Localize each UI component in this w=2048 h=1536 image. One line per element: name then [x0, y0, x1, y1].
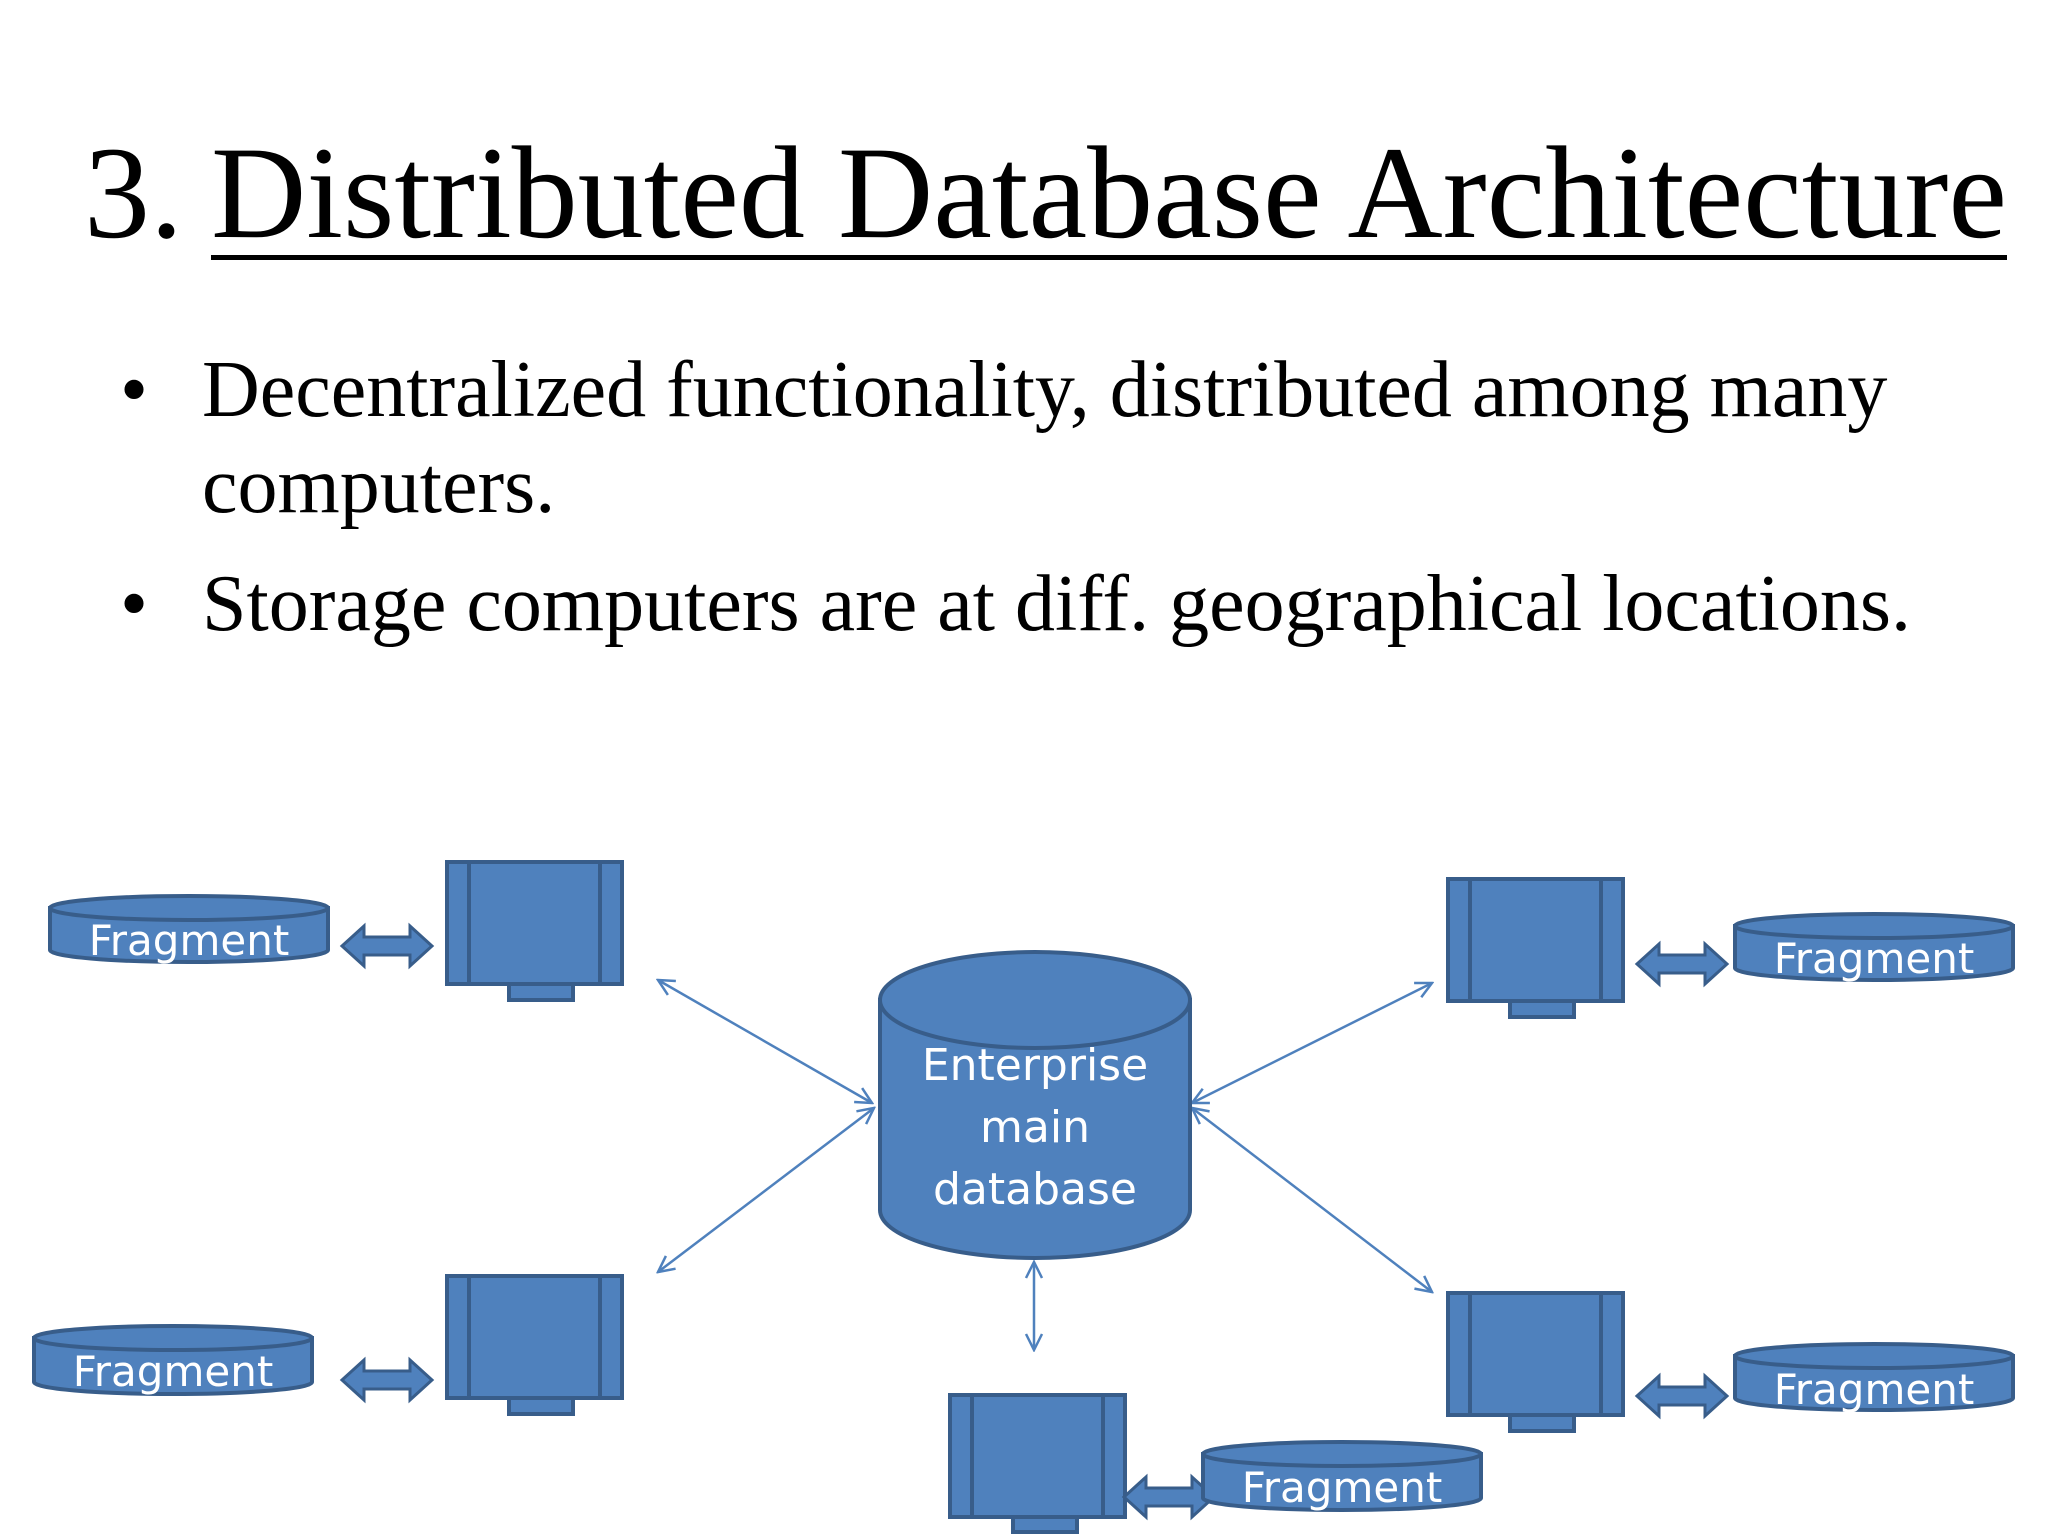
fragment-bottom-center: Fragment — [1201, 1440, 1483, 1512]
fragment-top-right: Fragment — [1733, 912, 2015, 983]
fragment-label: Fragment — [89, 916, 290, 965]
connector-bottom-left — [658, 1108, 874, 1272]
computer-monitor-icon — [1446, 877, 1625, 1019]
fragment-label: Fragment — [1774, 1365, 1975, 1414]
fragment-top-left: Fragment — [48, 894, 330, 965]
fragment-bottom-right: Fragment — [1733, 1342, 2015, 1414]
database-label-line-1: Enterprise — [922, 1040, 1148, 1091]
fragment-label: Fragment — [1242, 1463, 1443, 1512]
bullet-text: Storage computers are at diff. geographi… — [202, 560, 1912, 648]
bullet-dot-icon: • — [120, 560, 149, 648]
bullet-list: • Decentralized functionality, distribute… — [120, 342, 1980, 674]
double-arrow-icon — [1634, 940, 1730, 988]
computer-monitor-icon — [445, 860, 624, 1002]
fragment-label: Fragment — [1774, 934, 1975, 983]
database-label-line-2: main — [980, 1102, 1090, 1153]
bullet-text: Decentralized functionality, distributed… — [202, 346, 1888, 530]
double-arrow-icon — [1121, 1473, 1217, 1521]
title-text: Distributed Database Architecture — [211, 119, 2007, 266]
connector-bottom-right — [1192, 1108, 1432, 1292]
title-number: 3. — [84, 119, 183, 266]
fragment-label: Fragment — [73, 1347, 274, 1396]
computer-monitor-icon — [445, 1274, 624, 1416]
bullet-item: • Decentralized functionality, distribute… — [120, 342, 1980, 534]
database-label-line-3: database — [933, 1164, 1137, 1215]
bullet-dot-icon: • — [120, 346, 149, 434]
enterprise-database-icon: Enterprise main database — [878, 950, 1192, 1260]
slide-title: 3.Distributed Database Architecture — [84, 118, 2007, 268]
bullet-item: • Storage computers are at diff. geograph… — [120, 556, 1980, 652]
double-arrow-icon — [339, 922, 435, 970]
connector-top-left — [658, 980, 872, 1103]
computer-monitor-icon — [1446, 1291, 1625, 1433]
fragment-bottom-left: Fragment — [32, 1324, 314, 1396]
connector-top-right — [1192, 983, 1432, 1103]
computer-monitor-icon — [948, 1393, 1127, 1534]
double-arrow-icon — [1634, 1372, 1730, 1420]
double-arrow-icon — [339, 1356, 435, 1404]
connector-lines — [658, 980, 1432, 1350]
